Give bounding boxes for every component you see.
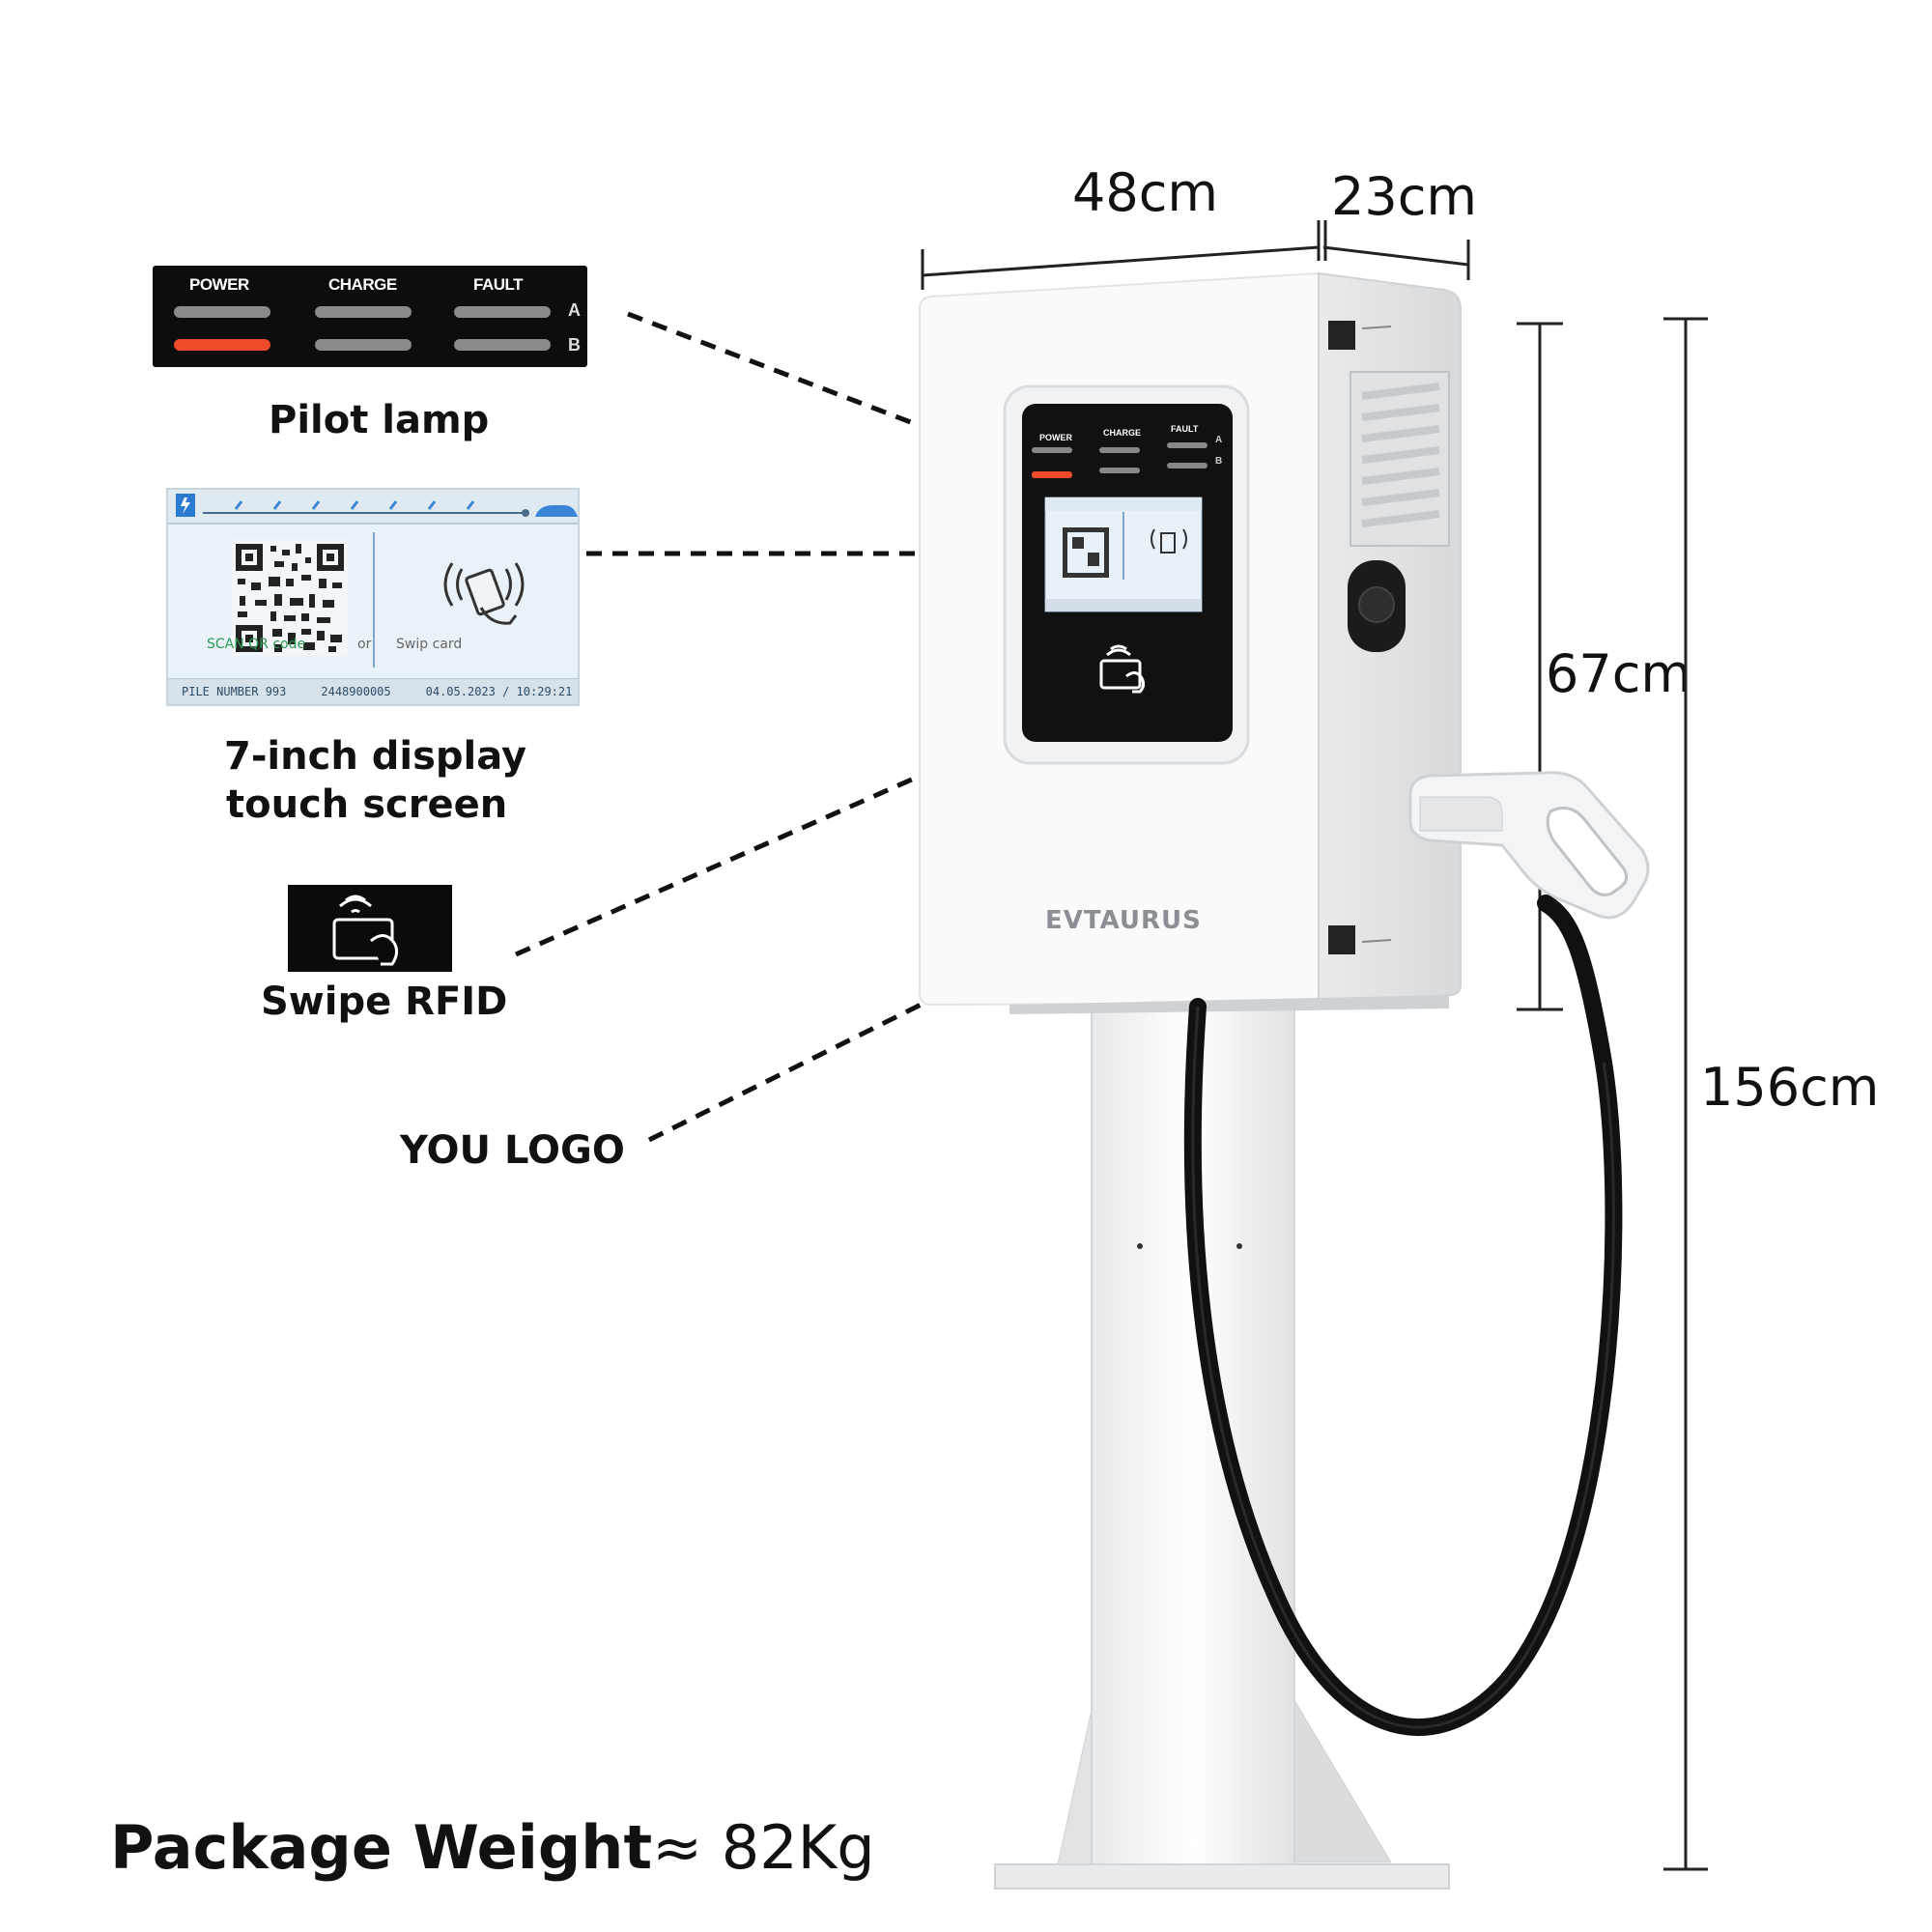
leader-lines — [514, 311, 1074, 1143]
base-plate — [994, 1863, 1450, 1889]
cabinet-height-label: 67cm — [1546, 643, 1692, 704]
scan-qr-text: SCAN QR code — [207, 637, 306, 652]
left-gusset — [1057, 1709, 1093, 1865]
bottom-hinge — [1328, 925, 1355, 954]
lamp-fault-b — [454, 339, 551, 351]
lamp-header-fault: FAULT — [473, 275, 524, 294]
lamp-header-charge: CHARGE — [328, 275, 397, 294]
lamp-power-b — [174, 339, 270, 351]
pillar-front — [1091, 1004, 1295, 1865]
or-text: or — [357, 637, 372, 652]
mini-lamp-row-a: A — [1215, 435, 1223, 445]
lamp-header-power: POWER — [189, 275, 249, 294]
depth-dimension-label: 23cm — [1331, 166, 1478, 227]
rfid-label: Swipe RFID — [261, 980, 508, 1024]
charging-cable — [1183, 895, 1623, 1737]
package-weight-value: ≈ 82Kg — [652, 1812, 875, 1883]
side-vent — [1350, 371, 1450, 547]
charging-gun — [1408, 771, 1650, 920]
screen-bezel — [1022, 404, 1233, 742]
display-label-line2: touch screen — [226, 782, 508, 827]
mini-lamp-power: POWER — [1039, 433, 1073, 442]
swipe-card-text: Swip card — [396, 637, 463, 652]
logo-label: YOU LOGO — [400, 1128, 625, 1173]
connector-holster — [1348, 560, 1406, 652]
rfid-badge — [288, 885, 452, 972]
mini-pilot-lamps — [1032, 442, 1208, 478]
brand-logo: EVTAURUS — [1045, 906, 1202, 935]
screen-bezel-frame — [1003, 384, 1250, 765]
package-weight: Package Weight≈ 82Kg — [110, 1812, 875, 1883]
pilot-lamp-label: Pilot lamp — [269, 398, 490, 442]
cabinet-front — [919, 271, 1320, 1007]
top-hinge — [1328, 321, 1355, 350]
lamp-power-a — [174, 306, 270, 318]
screen-footer: PILE NUMBER 993 2448900005 04.05.2023 / … — [168, 678, 578, 704]
width-dimension-label: 48cm — [1072, 162, 1219, 223]
lamp-charge-a — [315, 306, 412, 318]
lamp-row-b: B — [568, 335, 581, 355]
lamp-row-a: A — [568, 300, 581, 320]
mini-lamp-fault: FAULT — [1171, 424, 1199, 434]
lamp-fault-a — [454, 306, 551, 318]
qr-code-icon — [232, 540, 348, 656]
display-screen-inset: SCAN QR code or Swip card PILE NUMBER 99… — [166, 488, 580, 706]
screen-progress-bar — [168, 490, 578, 525]
right-gusset — [1293, 1698, 1392, 1863]
screen-divider — [373, 532, 375, 668]
total-height-label: 156cm — [1700, 1057, 1880, 1118]
pile-datetime: 04.05.2023 / 10:29:21 — [425, 685, 573, 698]
dimension-lines — [921, 220, 1708, 1871]
display-label-line1: 7-inch display — [224, 734, 527, 779]
mini-rfid-icon — [1099, 644, 1146, 694]
cabinet-side — [1318, 271, 1462, 1005]
rfid-card-icon — [332, 895, 399, 966]
lamp-charge-b — [315, 339, 412, 351]
mini-display — [1044, 497, 1203, 612]
pile-id: 2448900005 — [321, 685, 391, 698]
mini-lamp-charge: CHARGE — [1103, 428, 1142, 438]
pilot-lamp-panel: POWER CHARGE FAULT A B — [153, 266, 587, 367]
mini-lamp-row-b: B — [1215, 456, 1223, 467]
package-weight-label: Package Weight — [110, 1812, 653, 1883]
contactless-card-icon — [443, 562, 525, 625]
pile-number: PILE NUMBER 993 — [182, 685, 287, 698]
